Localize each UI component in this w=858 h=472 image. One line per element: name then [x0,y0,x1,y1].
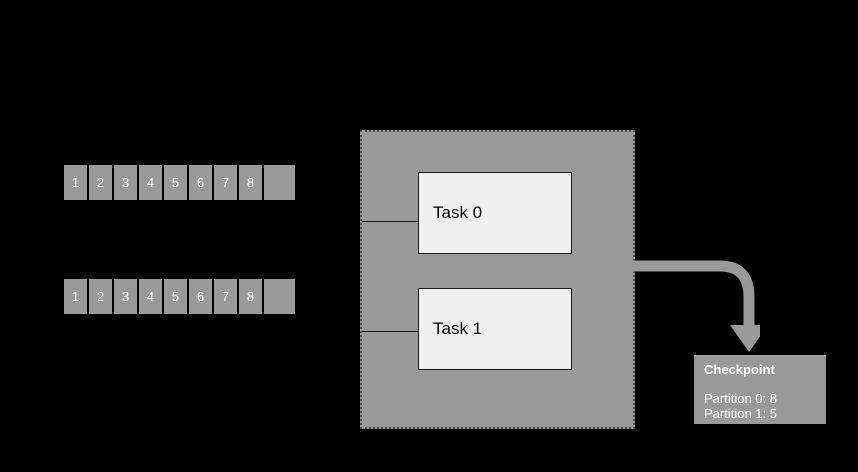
partition-cell: 6 [189,279,214,314]
partition-cell: 1 [64,165,89,200]
partition-cell: 4 [139,279,164,314]
checkpoint-entry: Partition 0: 8 [704,391,777,406]
partition-0-array: 1 2 3 4 5 6 7 8 [64,165,295,200]
connector-line-task-1 [362,331,419,332]
task-box-1[interactable]: Task 1 [418,288,572,370]
task-label: Task 0 [433,203,483,222]
partition-cell: 2 [89,165,114,200]
partition-cell: 8 [239,165,264,200]
checkpoint-box: Checkpoint Partition 0: 8 Partition 1: 5 [694,355,826,424]
checkpoint-title: Checkpoint [704,362,775,377]
partition-cell-empty [264,279,295,314]
partition-1-array: 1 2 3 4 5 6 7 8 [64,279,295,314]
partition-cell: 1 [64,279,89,314]
partition-cell: 7 [214,279,239,314]
partition-cell: 3 [114,279,139,314]
connector-line-task-0 [362,221,419,222]
partition-cell: 7 [214,165,239,200]
partition-cell: 5 [164,165,189,200]
partition-cell: 5 [164,279,189,314]
partition-cell: 6 [189,165,214,200]
checkpoint-entries: Partition 0: 8 Partition 1: 5 [704,391,816,421]
checkpoint-arrow-icon [632,260,760,352]
partition-cell: 4 [139,165,164,200]
task-label: Task 1 [433,319,483,338]
partition-cell: 8 [239,279,264,314]
checkpoint-entry: Partition 1: 5 [704,406,777,421]
partition-cell: 3 [114,165,139,200]
partition-cell: 2 [89,279,114,314]
task-box-0[interactable]: Task 0 [418,172,572,254]
partition-cell-empty [264,165,295,200]
executor-container: Task 0 Task 1 [360,130,635,429]
